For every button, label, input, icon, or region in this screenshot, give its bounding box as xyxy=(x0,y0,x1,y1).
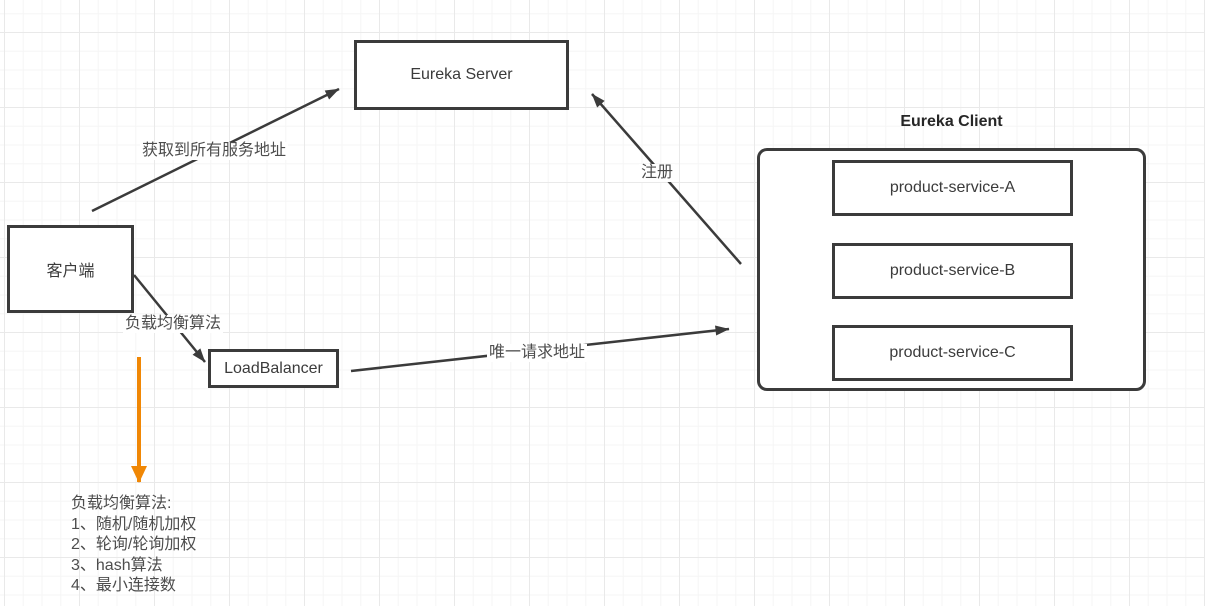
note-title: 负载均衡算法: xyxy=(71,495,172,512)
node-product-service-c-label: product-service-C xyxy=(889,344,1016,361)
load-balance-note[interactable]: 负载均衡算法: 1、随机/随机加权 2、轮询/轮询加权 3、hash算法 4、最… xyxy=(71,494,196,597)
edge-fetch-addresses-label: 获取到所有服务地址 xyxy=(140,142,289,160)
edge-balance-algorithm-label: 负载均衡算法 xyxy=(123,315,224,333)
node-product-service-a[interactable]: product-service-A xyxy=(832,160,1073,216)
note-item-4: 4、最小连接数 xyxy=(71,577,176,594)
node-product-service-b[interactable]: product-service-B xyxy=(832,243,1073,299)
node-product-service-b-label: product-service-B xyxy=(889,262,1016,279)
eureka-client-group-title: Eureka Client xyxy=(900,113,1003,130)
node-client-label: 客户端 xyxy=(46,263,95,280)
edge-register-label: 注册 xyxy=(639,164,676,182)
note-item-2: 2、轮询/轮询加权 xyxy=(71,536,197,553)
note-item-3: 3、hash算法 xyxy=(71,556,163,574)
node-product-service-c[interactable]: product-service-C xyxy=(832,325,1073,381)
node-eureka-server[interactable]: Eureka Server xyxy=(354,40,569,110)
node-product-service-a-label: product-service-A xyxy=(889,179,1016,196)
node-load-balancer-label: LoadBalancer xyxy=(224,359,323,377)
node-eureka-server-label: Eureka Server xyxy=(410,66,513,83)
eureka-client-group[interactable]: product-service-A product-service-B prod… xyxy=(757,148,1146,391)
node-load-balancer[interactable]: LoadBalancer xyxy=(208,349,339,388)
node-client[interactable]: 客户端 xyxy=(7,225,134,313)
note-item-1: 1、随机/随机加权 xyxy=(71,515,197,533)
edge-unique-request-address-label: 唯一请求地址 xyxy=(487,344,588,362)
